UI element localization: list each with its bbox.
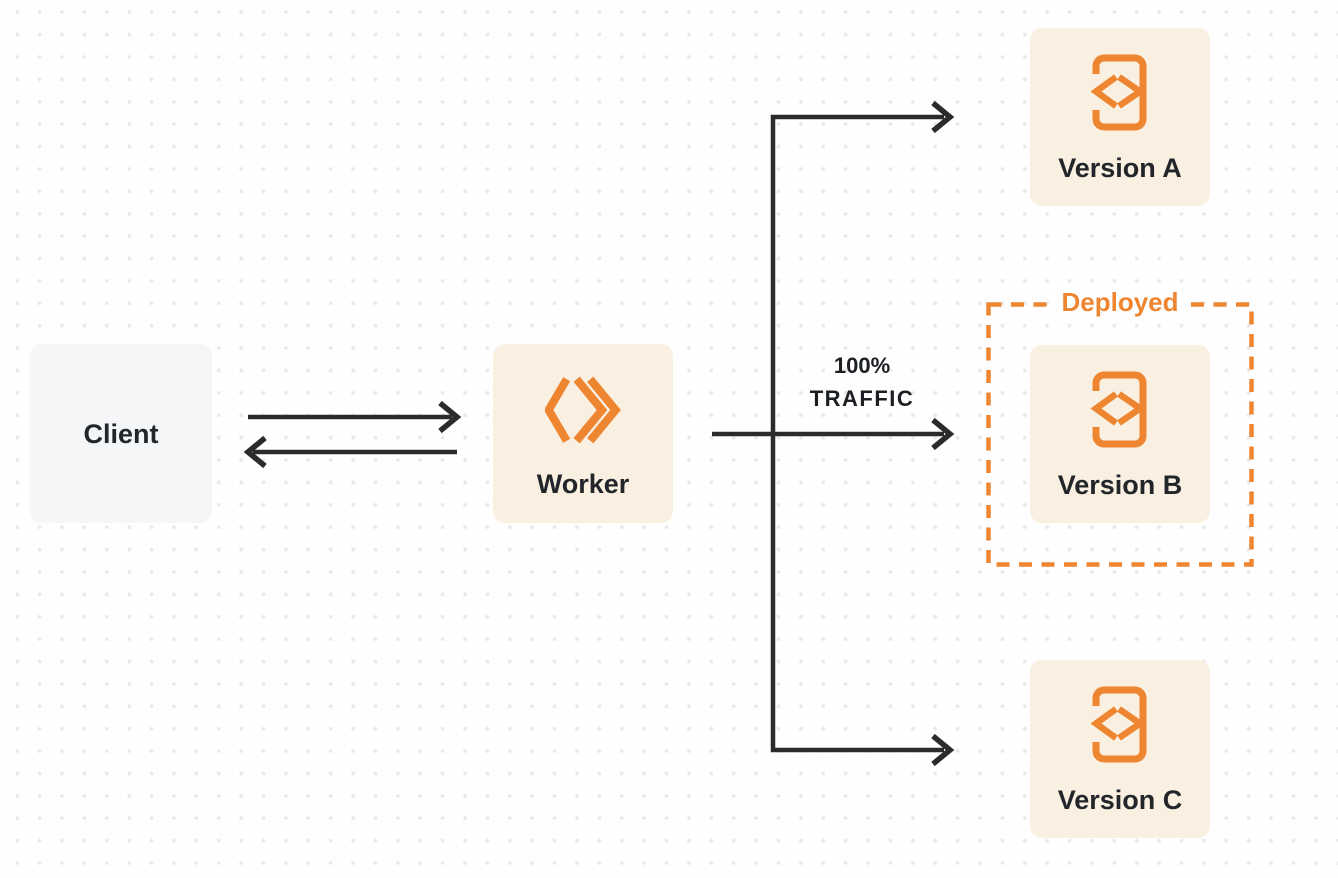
version-b-label: Version B <box>1057 470 1183 500</box>
workers-double-chevron-icon <box>545 376 621 444</box>
fanout-rail <box>770 114 944 753</box>
deployed-label: Deployed <box>1049 286 1191 318</box>
version-a-label: Version A <box>1058 153 1182 183</box>
traffic-annotation: 100% TRAFFIC <box>773 349 951 415</box>
worker-label: Worker <box>536 469 630 499</box>
client-node: Client <box>30 344 212 523</box>
code-file-icon <box>1090 371 1147 448</box>
worker-node: Worker <box>493 344 673 523</box>
worker-to-version-b-arrowhead <box>931 417 955 451</box>
version-b-node: Version B <box>1030 345 1210 523</box>
traffic-word-text: TRAFFIC <box>809 386 915 411</box>
deployed-dashed-border <box>986 302 1254 567</box>
traffic-percent-text: 100% <box>833 353 891 378</box>
code-file-icon <box>1090 54 1147 131</box>
version-c-label: Version C <box>1057 785 1183 815</box>
code-file-icon <box>1090 686 1147 763</box>
version-a-node: Version A <box>1030 28 1210 206</box>
client-to-worker-arrowhead <box>438 400 462 434</box>
version-c-node: Version C <box>1030 660 1210 838</box>
worker-to-client-arrowhead <box>243 435 267 469</box>
to-version-a-arrowhead <box>931 100 955 134</box>
deployed-group: Deployed <box>986 286 1254 567</box>
client-label: Client <box>83 418 159 449</box>
to-version-c-arrowhead <box>931 733 955 767</box>
